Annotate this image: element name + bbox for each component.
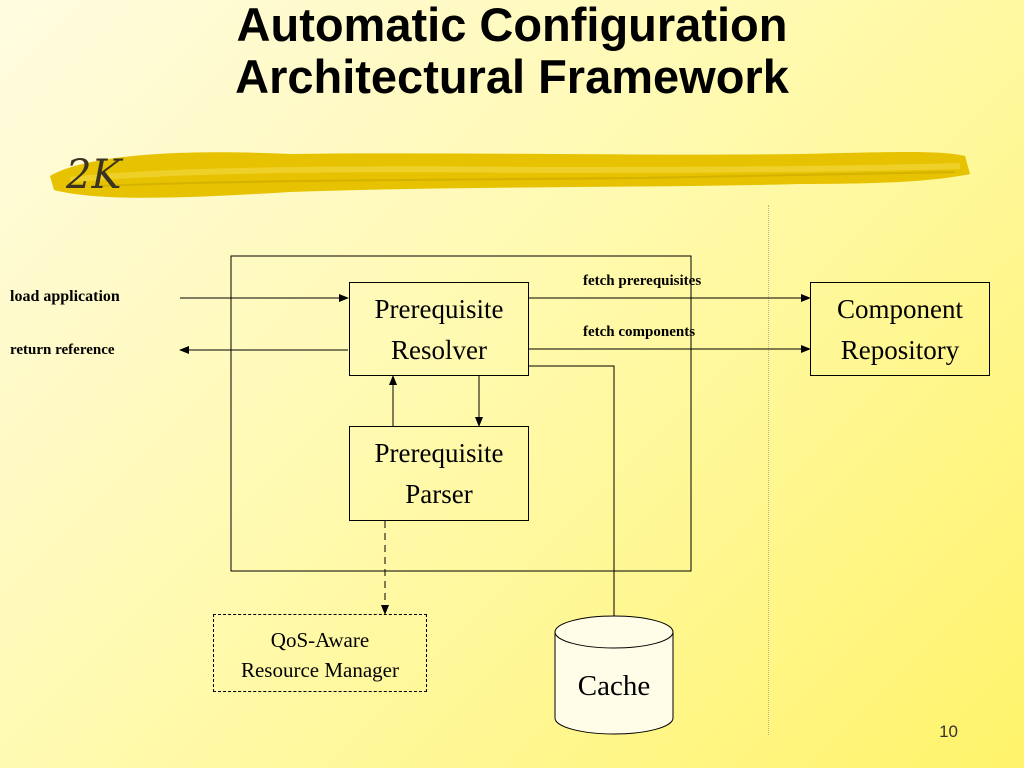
label-load-application: load application xyxy=(10,288,120,305)
title-line-1: Automatic Configuration xyxy=(236,0,788,51)
prerequisite-parser-box: Prerequisite Parser xyxy=(349,426,529,521)
qos-line-1: QoS-Aware xyxy=(270,628,370,652)
framework-boundary xyxy=(230,255,692,572)
component-repository-box: Component Repository xyxy=(810,282,990,376)
label-fetch-components: fetch components xyxy=(583,324,696,340)
parser-line-2: Parser xyxy=(405,479,473,509)
label-fetch-prerequisites: fetch prerequisites xyxy=(583,273,702,289)
repository-line-1: Component xyxy=(837,294,963,324)
logo-2k: 2K xyxy=(65,152,123,198)
prerequisite-resolver-box: Prerequisite Resolver xyxy=(349,282,529,376)
brush-stroke-banner: 2K xyxy=(50,152,970,198)
slide-title: Automatic Configuration Architectural Fr… xyxy=(0,0,1024,104)
vertical-dotted-rule xyxy=(768,205,769,735)
arrow-resolver-to-cache xyxy=(529,365,618,629)
resolver-line-1: Prerequisite xyxy=(374,294,504,324)
page-number: 10 xyxy=(939,722,958,741)
qos-resource-manager-box: QoS-Aware Resource Manager xyxy=(213,614,427,692)
resolver-line-2: Resolver xyxy=(391,335,487,365)
parser-line-1: Prerequisite xyxy=(374,438,504,468)
repository-line-2: Repository xyxy=(840,335,960,365)
cache-label: Cache xyxy=(577,670,651,702)
cache-cylinder xyxy=(554,615,674,735)
qos-line-2: Resource Manager xyxy=(240,658,399,682)
label-return-reference: return reference xyxy=(10,342,115,358)
title-line-2: Architectural Framework xyxy=(235,50,789,103)
